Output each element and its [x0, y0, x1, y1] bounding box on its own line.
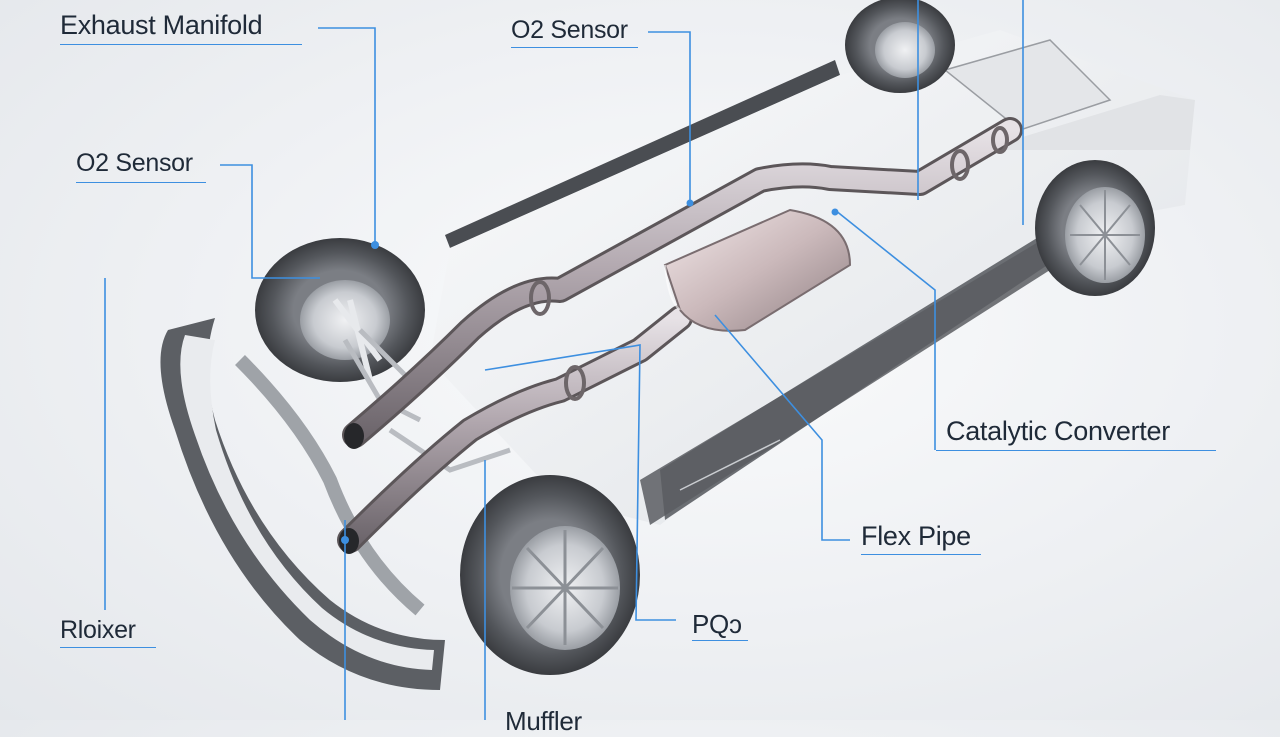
leader-lines — [104, 0, 1024, 720]
label-o2-sensor-top: O2 Sensor — [511, 16, 628, 44]
rear-bumper — [160, 318, 445, 690]
label-o2-sensor-left: O2 Sensor — [76, 149, 193, 177]
leader-dots — [341, 199, 839, 544]
label-underline — [936, 450, 1216, 451]
pipe-clamps — [529, 126, 1009, 401]
label-underline — [60, 647, 156, 648]
label-underline — [76, 182, 206, 183]
label-muffler-bottom: Muffler — [505, 706, 582, 736]
wheel-rear-left — [255, 238, 425, 382]
label-underline — [511, 47, 638, 48]
label-underline — [861, 554, 981, 555]
label-resonator: PQɔ — [692, 609, 742, 639]
wheel-front-bottom — [460, 475, 640, 675]
label-catalytic-converter: Catalytic Converter — [946, 416, 1170, 446]
exhaust-pipe-upper — [342, 117, 1023, 449]
label-flex-pipe: Flex Pipe — [861, 521, 971, 551]
label-exhaust-manifold: Exhaust Manifold — [60, 10, 263, 40]
wheel-front-right — [1035, 160, 1155, 296]
label-underline — [692, 640, 748, 641]
exhaust-diagram — [104, 0, 1195, 720]
label-underline — [60, 44, 302, 45]
wheel-rear-top — [845, 0, 955, 93]
muffler-body — [663, 208, 852, 332]
label-muffler-left: Rloixer — [60, 616, 136, 644]
exhaust-pipe-lower — [337, 305, 693, 554]
